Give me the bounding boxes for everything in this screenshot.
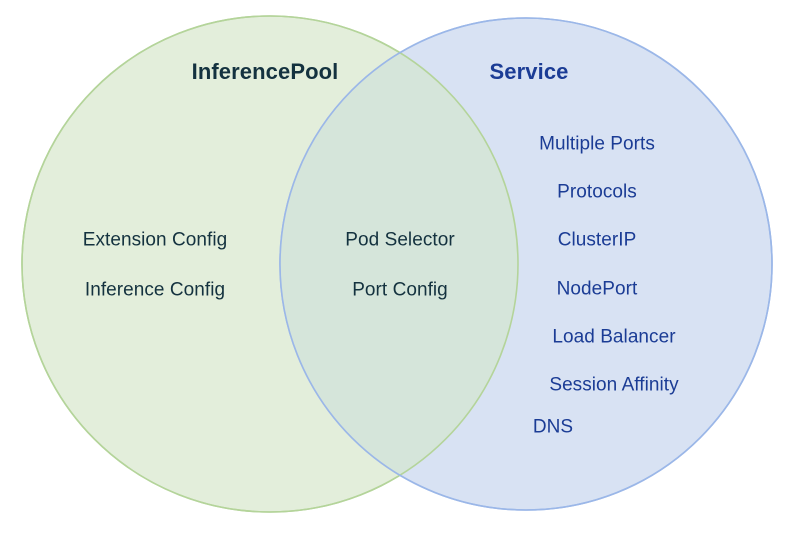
right-item-2: ClusterIP — [557, 229, 637, 251]
right-item-4: Load Balancer — [552, 326, 676, 348]
intersection-item-0: Pod Selector — [345, 229, 455, 251]
circle-intersection — [280, 18, 518, 510]
right-item-1: Protocols — [557, 181, 637, 203]
left-item-1: Inference Config — [84, 279, 226, 301]
right-item-0: Multiple Ports — [539, 133, 655, 155]
right-item-6: DNS — [532, 416, 574, 438]
circle-service-outline — [279, 17, 773, 511]
set-title-inferencepool: InferencePool — [191, 58, 339, 84]
left-item-0: Extension Config — [82, 229, 228, 251]
right-item-3: NodePort — [556, 278, 638, 300]
set-title-service: Service — [489, 58, 569, 84]
intersection-item-1: Port Config — [352, 279, 448, 301]
circle-inferencepool-outline — [21, 15, 519, 513]
right-item-5: Session Affinity — [549, 374, 679, 396]
